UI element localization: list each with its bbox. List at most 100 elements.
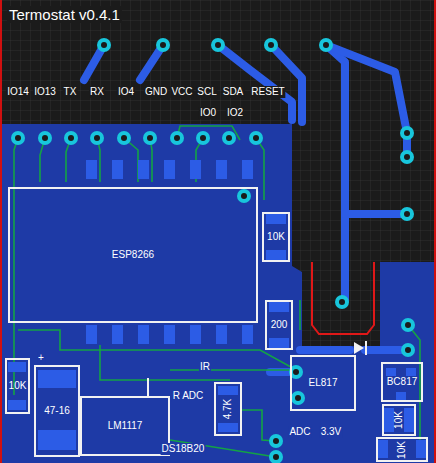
smd-pad (8, 362, 26, 372)
smd-pad (404, 408, 414, 432)
pin-label: IO0 (199, 107, 217, 119)
pad (319, 38, 333, 52)
diode-symbol (354, 341, 366, 355)
resistor-footprint: 10K (382, 404, 416, 436)
smd-pad (218, 423, 238, 432)
silkscreen-label: 3.3V (320, 426, 343, 438)
pin-label: VCC (170, 86, 193, 98)
smd-pad (112, 160, 123, 179)
pad (237, 189, 251, 203)
part-label: 47-16 (44, 406, 70, 416)
pin-label: IO2 (226, 107, 244, 119)
part-label: EL817 (309, 378, 338, 388)
smd-pad (218, 386, 238, 395)
pad (211, 38, 225, 52)
pad (400, 126, 414, 140)
pin-label: SCL (196, 86, 217, 98)
smd-pad (190, 325, 201, 344)
smd-pads (8, 160, 426, 458)
silkscreen-label: R ADC (172, 390, 205, 402)
smd-pad (269, 338, 289, 348)
pad (170, 131, 184, 145)
pin-label: GND (144, 86, 168, 98)
pad (291, 391, 305, 405)
smd-pad (86, 325, 97, 344)
smd-pad (269, 302, 289, 312)
smd-pad (266, 214, 286, 224)
smd-pad (164, 160, 175, 179)
smd-pad (8, 400, 26, 410)
pin-label: RESET (250, 86, 285, 98)
copper-pour (0, 124, 302, 463)
smd-pad (190, 160, 201, 179)
pad (143, 131, 157, 145)
pin-label: IO14 (6, 86, 30, 98)
module-outline: ESP8266 (8, 187, 258, 323)
smd-pad (216, 325, 227, 344)
pad (269, 450, 283, 463)
smd-pad (242, 325, 253, 344)
smd-pad (386, 368, 396, 376)
silkscreen-label: DS18B20 (161, 443, 206, 455)
signal-traces (14, 126, 420, 457)
smd-pad (38, 370, 76, 388)
silkscreen-mark (147, 378, 149, 396)
transistor-footprint: BC817 (381, 362, 423, 402)
through-hole-pads (11, 38, 415, 463)
smd-pad (384, 408, 394, 432)
pin-label: RX (89, 86, 105, 98)
smd-pad (112, 325, 123, 344)
part-label: 10K (394, 411, 404, 429)
keepout-outline (312, 262, 374, 334)
smd-pad (38, 430, 76, 450)
smd-pad (416, 440, 426, 458)
smd-pad (138, 160, 149, 179)
resistor-footprint: 200 (265, 300, 293, 350)
pad (264, 38, 278, 52)
smd-pad (86, 160, 97, 179)
pad (97, 38, 111, 52)
smd-pad (396, 392, 406, 400)
part-label: 10K (267, 232, 285, 242)
pin-label: IO13 (33, 86, 57, 98)
pad (400, 150, 414, 164)
silkscreen-label: IR (199, 361, 211, 373)
part-label: BC817 (387, 377, 418, 387)
optocoupler-footprint: EL817 (290, 355, 356, 411)
part-label: LM1117 (108, 421, 143, 431)
pad (249, 131, 263, 145)
part-label: 10K (397, 441, 407, 459)
part-label: 200 (271, 320, 288, 330)
capacitor-footprint: 47-16 (34, 365, 80, 457)
resistor-footprint: 10K (5, 358, 30, 414)
smd-pad (242, 160, 253, 179)
pad (401, 343, 415, 357)
pin-label: TX (63, 86, 78, 98)
pad (196, 131, 210, 145)
pad (400, 207, 414, 221)
pad (401, 318, 415, 332)
pad (222, 131, 236, 145)
board-title: Termostat v0.4.1 (7, 6, 122, 23)
pad (335, 295, 349, 309)
pad (64, 131, 78, 145)
smd-pad (138, 325, 149, 344)
resistor-footprint: 10K (376, 437, 428, 462)
pad (117, 131, 131, 145)
smd-pad (216, 160, 227, 179)
smd-pad (164, 325, 175, 344)
pin-label: SDA (222, 86, 245, 98)
pad (156, 38, 170, 52)
pad (38, 131, 52, 145)
part-label: 4.7K (223, 399, 233, 420)
pad (11, 131, 25, 145)
part-label: ESP8266 (112, 250, 154, 260)
smd-pad (378, 440, 388, 458)
pad (90, 131, 104, 145)
smd-pad (266, 250, 286, 260)
